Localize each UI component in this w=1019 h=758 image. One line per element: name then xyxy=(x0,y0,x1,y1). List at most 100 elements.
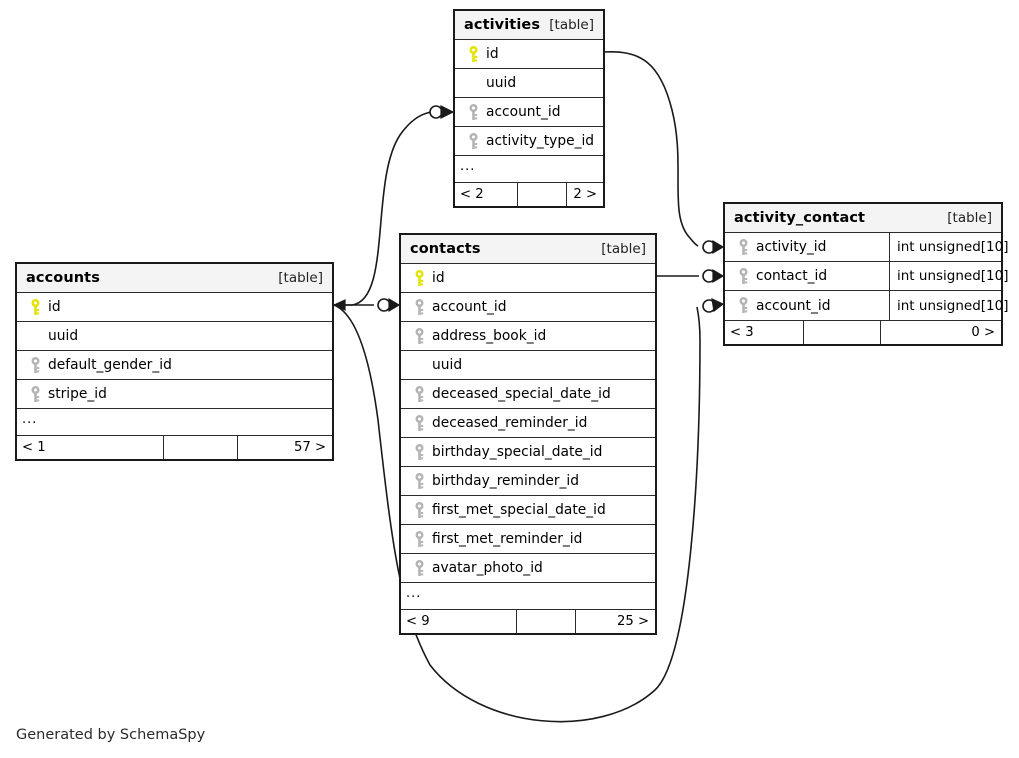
table-kind-label: [table] xyxy=(549,17,594,33)
column-name: birthday_reminder_id xyxy=(432,473,579,489)
table-header-accounts: accounts [table] xyxy=(17,264,332,293)
table-columns-activity-contact: activity_id int unsigned[10] contact_id xyxy=(725,233,1009,320)
more-columns-ellipsis: ... xyxy=(406,585,422,601)
footer-middle xyxy=(516,610,576,633)
footer-middle xyxy=(517,183,567,206)
column-name: uuid xyxy=(486,75,517,91)
column-name: id xyxy=(48,299,61,315)
table-row[interactable]: birthday_reminder_id xyxy=(401,467,655,496)
crowsfoot-arrow xyxy=(712,239,725,255)
foreign-key-icon xyxy=(409,501,429,519)
foreign-key-icon xyxy=(25,385,45,403)
table-columns-accounts: id uuid xyxy=(17,293,332,435)
column-name: first_met_special_date_id xyxy=(432,502,606,518)
foreign-key-icon xyxy=(463,103,483,121)
table-row[interactable]: deceased_reminder_id xyxy=(401,409,655,438)
footer-middle xyxy=(803,321,881,344)
table-title: contacts xyxy=(410,241,481,257)
foreign-key-icon xyxy=(733,238,753,256)
no-key-icon xyxy=(25,327,45,345)
table-header-activities: activities [table] xyxy=(455,11,603,40)
table-header-contacts: contacts [table] xyxy=(401,235,655,264)
table-row[interactable]: account_id int unsigned[10] xyxy=(725,291,1009,320)
crowsfoot-arrow xyxy=(388,297,401,313)
footer-middle xyxy=(163,436,238,459)
table-row-more: ... xyxy=(455,156,603,182)
cardinality-zero-circle xyxy=(377,298,391,312)
column-name: address_book_id xyxy=(432,328,547,344)
foreign-key-icon xyxy=(733,297,753,315)
table-row[interactable]: first_met_reminder_id xyxy=(401,525,655,554)
cardinality-zero-circle xyxy=(429,105,443,119)
table-row[interactable]: id xyxy=(401,264,655,293)
incoming-relations-count: < 9 xyxy=(406,614,430,629)
table-row[interactable]: address_book_id xyxy=(401,322,655,351)
table-header-activity-contact: activity_contact [table] xyxy=(725,204,1001,233)
foreign-key-icon xyxy=(25,356,45,374)
table-title: accounts xyxy=(26,270,100,286)
table-columns-activities: id uuid xyxy=(455,40,603,182)
table-row[interactable]: birthday_special_date_id xyxy=(401,438,655,467)
table-row[interactable]: activity_type_id xyxy=(455,127,603,156)
column-name: account_id xyxy=(432,299,507,315)
table-title: activities xyxy=(464,17,541,33)
table-row[interactable]: first_met_special_date_id xyxy=(401,496,655,525)
table-footer-activities: < 2 2 > xyxy=(455,182,603,206)
table-kind-label: [table] xyxy=(601,241,646,257)
column-type: int unsigned[10] xyxy=(889,262,1009,290)
column-name: uuid xyxy=(432,357,463,373)
table-row[interactable]: account_id xyxy=(455,98,603,127)
cardinality-zero-circle xyxy=(702,240,716,254)
column-name: id xyxy=(432,270,445,286)
column-name: activity_type_id xyxy=(486,133,595,149)
table-row[interactable]: id xyxy=(17,293,332,322)
foreign-key-icon xyxy=(409,298,429,316)
table-contacts[interactable]: contacts [table] id xyxy=(399,233,657,635)
table-row[interactable]: uuid xyxy=(17,322,332,351)
table-row[interactable]: contact_id int unsigned[10] xyxy=(725,262,1009,291)
table-row[interactable]: deceased_special_date_id xyxy=(401,380,655,409)
table-row[interactable]: uuid xyxy=(401,351,655,380)
foreign-key-icon xyxy=(409,385,429,403)
table-row[interactable]: stripe_id xyxy=(17,380,332,409)
cardinality-zero-circle xyxy=(702,269,716,283)
incoming-relations-count: < 3 xyxy=(730,325,754,340)
crowsfoot-origin xyxy=(332,299,346,311)
table-row[interactable]: id xyxy=(455,40,603,69)
foreign-key-icon xyxy=(409,443,429,461)
more-columns-ellipsis: ... xyxy=(22,411,38,427)
foreign-key-icon xyxy=(409,472,429,490)
table-row[interactable]: avatar_photo_id xyxy=(401,554,655,583)
table-row-more: ... xyxy=(17,409,332,435)
table-activity-contact[interactable]: activity_contact [table] activity_id xyxy=(723,202,1009,346)
table-columns-contacts: id account_id xyxy=(401,264,655,609)
cardinality-zero-circle xyxy=(702,299,716,313)
table-row[interactable]: account_id xyxy=(401,293,655,322)
column-name: uuid xyxy=(48,328,79,344)
column-type: int unsigned[10] xyxy=(889,233,1009,261)
table-accounts[interactable]: accounts [table] id xyxy=(15,262,334,461)
column-name: first_met_reminder_id xyxy=(432,531,583,547)
column-type: int unsigned[10] xyxy=(889,291,1009,320)
table-row[interactable]: uuid xyxy=(455,69,603,98)
table-footer-activity-contact: < 3 0 > xyxy=(725,320,1001,344)
foreign-key-icon xyxy=(409,327,429,345)
table-kind-label: [table] xyxy=(947,210,992,226)
outgoing-relations-count: 2 > xyxy=(573,187,597,202)
column-name: contact_id xyxy=(756,268,828,284)
outgoing-relations-count: 0 > xyxy=(971,325,995,340)
primary-key-icon xyxy=(463,45,483,63)
outgoing-relations-count: 25 > xyxy=(616,614,649,629)
column-name: deceased_reminder_id xyxy=(432,415,588,431)
table-footer-accounts: < 1 57 > xyxy=(17,435,332,459)
table-footer-contacts: < 9 25 > xyxy=(401,609,655,633)
table-activities[interactable]: activities [table] id xyxy=(453,9,605,208)
table-kind-label: [table] xyxy=(278,270,323,286)
table-row[interactable]: activity_id int unsigned[10] xyxy=(725,233,1009,262)
outgoing-relations-count: 57 > xyxy=(293,440,326,455)
foreign-key-icon xyxy=(409,559,429,577)
foreign-key-icon xyxy=(409,414,429,432)
table-row[interactable]: default_gender_id xyxy=(17,351,332,380)
primary-key-icon xyxy=(25,298,45,316)
